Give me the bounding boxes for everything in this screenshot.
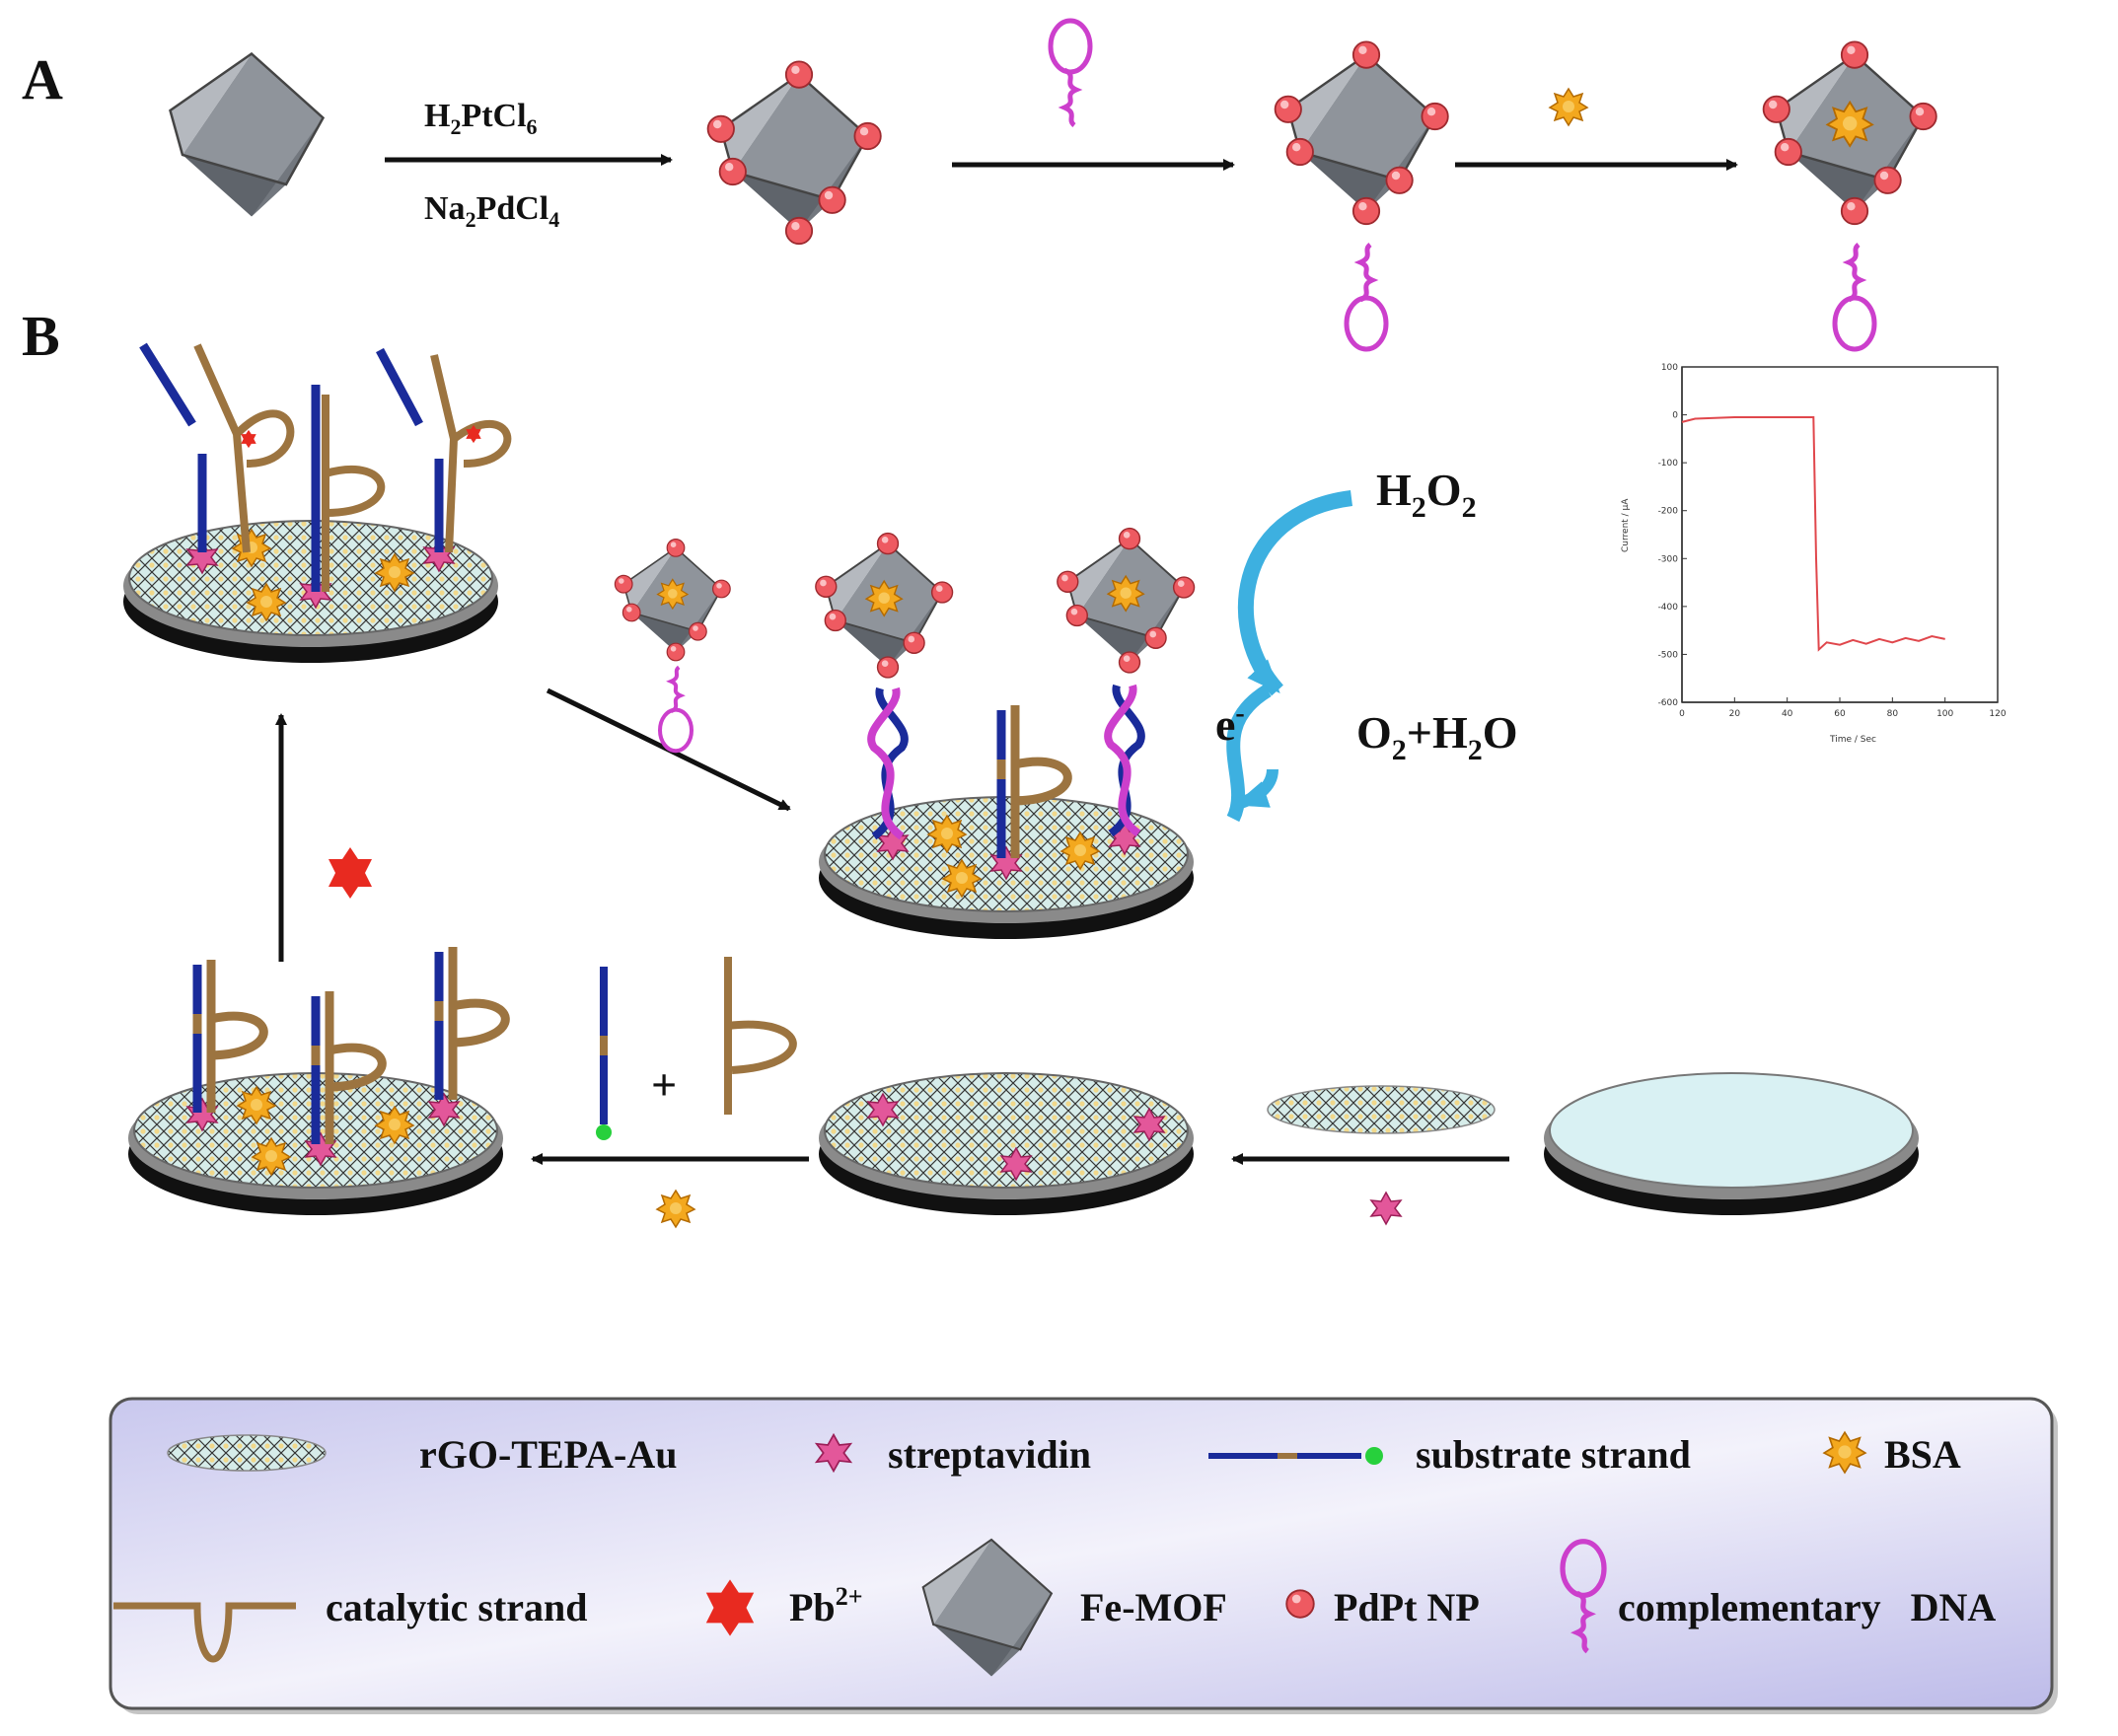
inset-y-tick-label: -100 <box>1658 459 1679 469</box>
bsa-block-reagent <box>656 1190 695 1228</box>
legend-icon-bsa <box>1823 1431 1866 1474</box>
inset-y-tick-label: -400 <box>1658 603 1679 613</box>
legend-icon-substrate-strand <box>1208 1447 1383 1465</box>
inset-xlabel: Time / Sec <box>1829 735 1876 745</box>
legend-label-pdpt-np: PdPt NP <box>1334 1585 1480 1629</box>
legend-icon-rgo <box>167 1434 327 1472</box>
legend-icon-pdpt-np <box>1285 1589 1315 1619</box>
inset-x-tick-label: 0 <box>1679 709 1685 719</box>
inset-x-tick-label: 80 <box>1887 709 1899 719</box>
free-probe <box>615 540 730 661</box>
catalytic-strand-reagent <box>724 957 797 1115</box>
reagent-na2pdcl4: Na2PdCl4 <box>424 190 559 232</box>
electron-label: e- <box>1215 698 1245 750</box>
cleaved-strands <box>139 342 512 621</box>
legend-label-pb: Pb2+ <box>789 1582 863 1629</box>
legend-icon-catalytic-strand <box>113 1602 296 1663</box>
inset-y-tick-label: -500 <box>1658 650 1679 660</box>
hairpin-attached-2 <box>1835 245 1874 349</box>
hairpin-attached-1 <box>1347 245 1386 349</box>
inset-x-ticks: 0 20 40 60 80 100 120 <box>1679 697 2007 719</box>
substrate-strand-reagent <box>596 967 612 1140</box>
streptavidin-reagent <box>1370 1192 1402 1225</box>
hairpin-reagent <box>1051 21 1090 125</box>
pb-ion <box>329 847 372 899</box>
inset-x-tick-label: 100 <box>1936 709 1953 719</box>
legend-label-complementary-dna: complementary DNA <box>1618 1585 1996 1629</box>
fe-mof-pdpt <box>706 60 882 246</box>
free-probe-hairpin <box>660 667 692 751</box>
inset-y-tick-label: -200 <box>1658 507 1679 517</box>
legend-box <box>109 1397 2058 1714</box>
inset-x-tick-label: 20 <box>1729 709 1741 719</box>
inset-y-tick-label: 0 <box>1672 411 1678 421</box>
electrode-bare <box>1544 1072 1919 1215</box>
inset-y-tick-label: -300 <box>1658 554 1679 564</box>
legend-label-rgo: rGO-TEPA-Au <box>419 1432 677 1477</box>
inset-ylabel: Current / µA <box>1621 498 1631 552</box>
inset-x-tick-label: 40 <box>1782 709 1793 719</box>
legend-label-bsa: BSA <box>1884 1432 1961 1477</box>
rgo-sheet-reagent <box>1267 1085 1496 1134</box>
reagent-h2ptcl6: H2PtCl6 <box>424 98 538 139</box>
inset-x-tick-label: 60 <box>1834 709 1846 719</box>
plus-sign: + <box>651 1059 677 1110</box>
inset-chart: 100 0 -100 -200 -300 -400 -500 -600 0 20 40 60 80 10… <box>1621 363 2007 745</box>
legend-label-fe-mof: Fe-MOF <box>1080 1585 1227 1629</box>
inset-current-trace <box>1681 416 1945 652</box>
legend-label-catalytic-strand: catalytic strand <box>326 1585 588 1629</box>
inset-y-ticks: 100 0 -100 -200 -300 -400 -500 -600 <box>1658 363 1687 708</box>
legend-label-substrate-strand: substrate strand <box>1416 1432 1691 1477</box>
products-label: O2+H2O <box>1356 707 1518 766</box>
mof-bsa-probe <box>1764 41 1936 224</box>
panel-label-b: B <box>22 304 60 368</box>
h2o2-label: H2O2 <box>1376 465 1477 524</box>
legend-label-streptavidin: streptavidin <box>888 1432 1091 1477</box>
inset-y-tick-label: 100 <box>1661 363 1678 373</box>
electron-arrow <box>1234 768 1278 810</box>
panel-label-a: A <box>22 47 63 111</box>
fe-mof-bare <box>169 52 325 218</box>
bsa-reagent <box>1549 88 1588 126</box>
catalysis-arrow-down <box>1237 490 1353 696</box>
inset-y-tick-label: -600 <box>1658 698 1679 708</box>
inset-x-tick-label: 120 <box>1989 709 2006 719</box>
electrode-streptavidin <box>818 1072 1195 1216</box>
mof-hairpin-conjugate <box>1274 40 1449 226</box>
